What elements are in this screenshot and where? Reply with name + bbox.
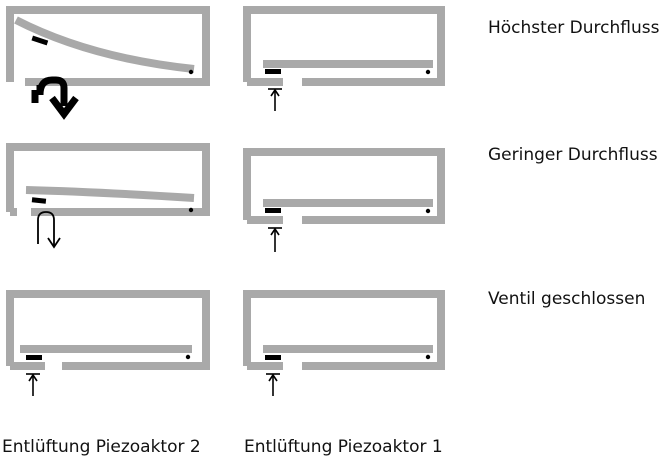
actuator-pivot-dot <box>425 69 431 75</box>
seal-pad <box>31 35 49 46</box>
actuator-pivot-dot <box>425 208 431 214</box>
piezo-actuator-flat <box>263 345 433 353</box>
up-arrow-bar-icon <box>26 373 40 396</box>
piezo-actuator-flat <box>20 345 192 353</box>
up-arrow-bar-icon <box>268 88 282 111</box>
actuator-pivot-dot <box>185 354 191 360</box>
valve-housing <box>6 6 210 86</box>
state-label-highest-flow: Höchster Durchfluss <box>488 18 660 38</box>
seal-pad <box>265 208 281 213</box>
caption-vent-piezo2: Entlüftung Piezoaktor 2 <box>2 437 201 457</box>
up-arrow-bar-icon <box>266 373 280 396</box>
valve-housing <box>243 6 445 86</box>
valve-piezo2-slightly-open <box>6 143 210 216</box>
u-turn-down-arrow-icon <box>37 211 61 249</box>
valve-housing <box>243 148 445 224</box>
piezo-actuator-flat <box>263 60 433 68</box>
row-closed <box>6 290 445 396</box>
piezo-actuator-bent <box>25 186 195 202</box>
actuator-pivot-dot <box>425 354 431 360</box>
valve-housing <box>6 143 210 216</box>
u-turn-down-arrow-icon <box>31 76 79 120</box>
seal-pad <box>31 197 47 204</box>
seal-pad <box>265 69 281 74</box>
piezo-actuator-bent <box>14 16 195 73</box>
seal-pad <box>26 355 42 360</box>
valve-housing <box>243 290 445 370</box>
row-low-flow <box>6 143 445 252</box>
piezo-actuator-flat <box>263 199 433 207</box>
seal-pad <box>265 355 281 360</box>
valve-piezo1-flat <box>243 148 445 224</box>
valve-piezo2-flat <box>6 290 210 370</box>
up-arrow-bar-icon <box>268 227 282 252</box>
valve-piezo2-open <box>6 6 210 86</box>
state-label-closed: Ventil geschlossen <box>488 289 646 309</box>
actuator-pivot-dot <box>188 69 194 75</box>
caption-vent-piezo1: Entlüftung Piezoaktor 1 <box>244 437 443 457</box>
valve-housing <box>6 290 210 370</box>
state-label-low-flow: Geringer Durchfluss <box>488 145 658 165</box>
valve-piezo1-flat <box>243 290 445 370</box>
valve-piezo1-flat <box>243 6 445 86</box>
actuator-pivot-dot <box>188 207 194 213</box>
row-highest-flow <box>6 6 445 120</box>
